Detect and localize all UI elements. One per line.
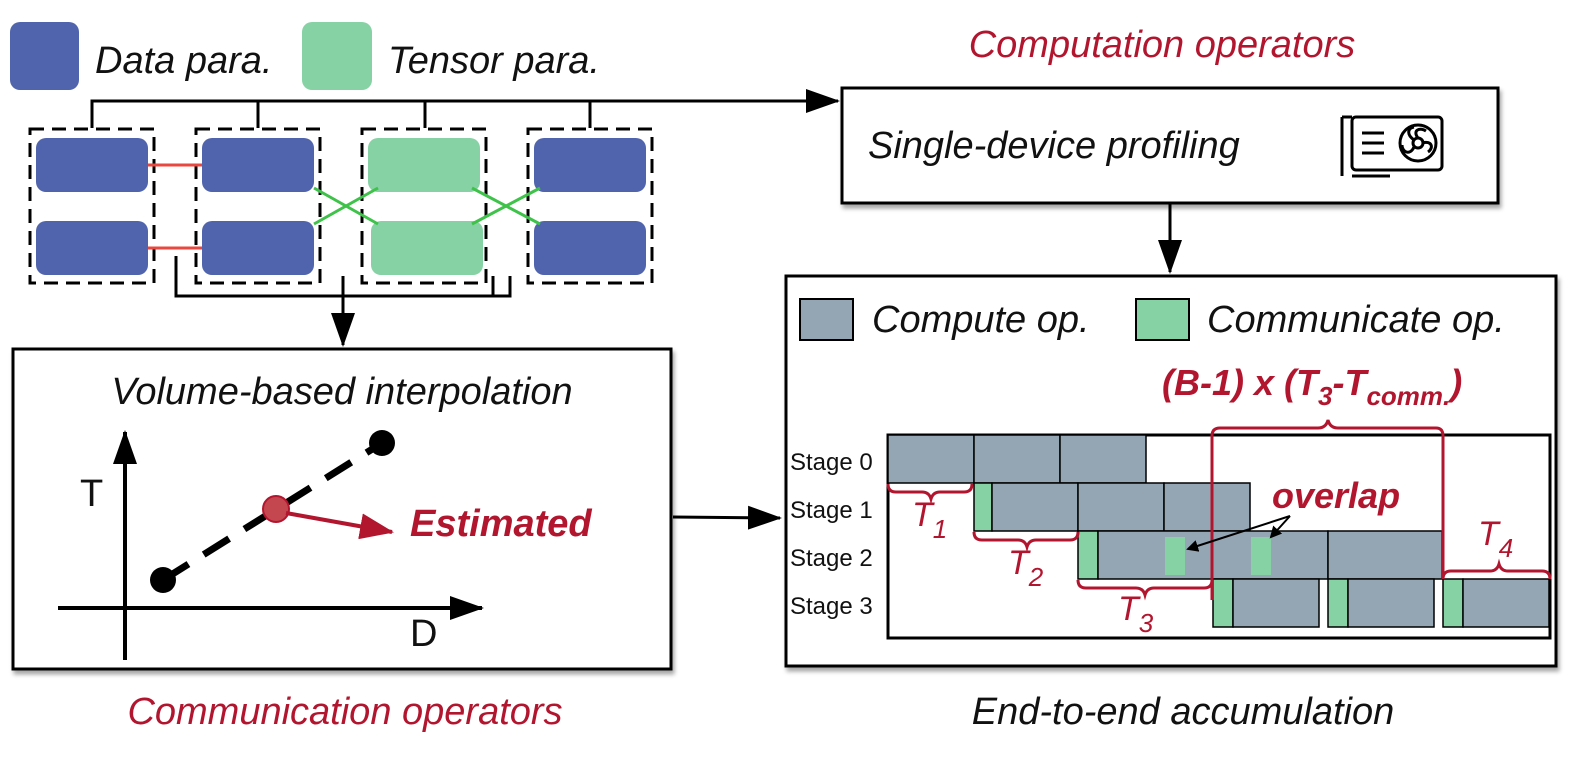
t-main: T — [1478, 515, 1501, 553]
device-group-1 — [28, 127, 156, 285]
device-data-para — [534, 138, 646, 192]
stage-label: Stage 0 — [790, 449, 873, 476]
device-tensor-para — [371, 221, 483, 275]
formula-part: -T — [1332, 362, 1369, 403]
profiling-box: Single-device profiling — [840, 86, 1500, 205]
t2-label: T2 — [1008, 544, 1044, 592]
x-axis-label: D — [410, 613, 437, 655]
pipeline-frame — [886, 433, 1552, 640]
formula-part: ) — [1446, 362, 1462, 403]
device-tensor-para — [368, 138, 480, 192]
tensor-para-swatch — [302, 22, 372, 90]
green-link — [313, 186, 379, 226]
device-group-4 — [526, 127, 654, 285]
overlap-comm-block — [1251, 537, 1271, 575]
compute-op-block — [1347, 578, 1435, 628]
overlap-arrow — [1186, 515, 1291, 552]
device-group-3 — [360, 127, 488, 285]
compute-op-block — [1327, 530, 1443, 580]
accumulation-title: End-to-end accumulation — [972, 691, 1394, 733]
formula-sub: comm. — [1366, 381, 1450, 411]
overlap-label: overlap — [1272, 475, 1400, 516]
y-axis-label: T — [80, 473, 103, 515]
stage-label: Stage 1 — [790, 497, 873, 524]
green-link — [471, 186, 541, 226]
data-para-label: Data para. — [95, 40, 272, 82]
compute-op-block — [1163, 482, 1251, 532]
compute-op-block — [1077, 482, 1165, 532]
t3-label: T3 — [1118, 590, 1154, 638]
data-para-swatch — [10, 22, 79, 90]
compute-op-label: Compute op. — [872, 299, 1090, 341]
gpu-icon — [1340, 115, 1444, 178]
compute-op-block — [991, 482, 1079, 532]
device-data-para — [202, 221, 314, 275]
compute-op-block — [1232, 578, 1320, 628]
t-main: T — [1008, 544, 1031, 582]
t3-bracket — [1076, 579, 1214, 601]
stage-label: Stage 2 — [790, 545, 873, 572]
computation-title: Computation operators — [969, 24, 1356, 66]
overlap-comm-block — [1165, 537, 1185, 575]
overlap-region-bracket — [1210, 419, 1445, 600]
device-data-para — [202, 138, 314, 192]
t2-bracket — [972, 531, 1080, 553]
comm-op-block — [1327, 578, 1349, 628]
communication-title: Communication operators — [127, 691, 562, 733]
overlap-arrow — [1269, 515, 1291, 539]
interpolation-title: Volume-based interpolation — [111, 371, 572, 413]
tensor-para-label: Tensor para. — [388, 40, 600, 82]
formula-sub: 3 — [1318, 381, 1333, 411]
t-sub: 2 — [1028, 562, 1044, 592]
comm-op-block — [1212, 578, 1234, 628]
estimated-arrow — [285, 511, 394, 540]
top-bracket — [90, 99, 592, 128]
interpolation-box: Volume-based interpolation T D Estimated — [11, 347, 673, 671]
interpolation-line — [161, 440, 384, 583]
device-group-2 — [194, 127, 322, 285]
comm-op-block — [1077, 530, 1099, 580]
compute-op-block — [1462, 578, 1550, 628]
t4-label: T4 — [1478, 515, 1513, 563]
compute-op-block — [887, 434, 975, 484]
estimated-label: Estimated — [410, 503, 592, 545]
t1-bracket — [886, 483, 974, 505]
device-data-para — [534, 221, 646, 275]
t1-label: T1 — [912, 496, 947, 544]
estimated-point — [262, 495, 290, 523]
t-sub: 3 — [1139, 608, 1154, 638]
comm-op-block — [1442, 578, 1464, 628]
compute-op-block — [1059, 434, 1147, 484]
t-sub: 1 — [933, 514, 947, 544]
comm-op-block — [973, 482, 993, 532]
comm-op-label: Communicate op. — [1207, 299, 1505, 341]
device-data-para — [36, 221, 148, 275]
compute-op-block — [973, 434, 1061, 484]
profiling-label: Single-device profiling — [868, 125, 1240, 167]
formula: (B-1) x (T3-Tcomm.) — [1162, 362, 1462, 411]
accumulation-box: Compute op. Communicate op. (B-1) x (T3-… — [784, 274, 1558, 668]
t-sub: 4 — [1499, 533, 1513, 563]
t-main: T — [1118, 590, 1141, 628]
arrow-interp-to-accum — [672, 505, 782, 530]
compute-op-swatch — [799, 298, 854, 341]
t-main: T — [912, 496, 935, 534]
sample-point — [369, 430, 395, 456]
device-data-para — [36, 138, 148, 192]
sample-point — [150, 567, 176, 593]
comm-op-swatch — [1135, 298, 1190, 341]
formula-part: (B-1) x (T — [1162, 362, 1321, 403]
parallelism-legend: Data para. Tensor para. — [10, 22, 600, 90]
device-cluster — [28, 99, 654, 298]
stage-label: Stage 3 — [790, 593, 873, 620]
t4-bracket — [1441, 558, 1552, 580]
